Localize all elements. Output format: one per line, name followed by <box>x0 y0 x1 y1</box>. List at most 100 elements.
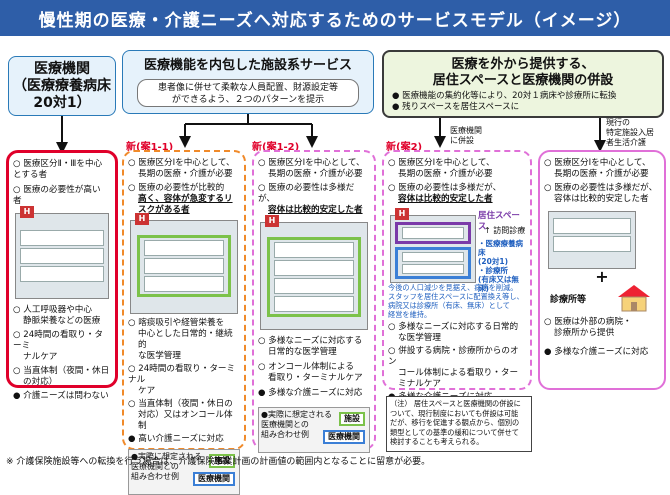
col1-item-4: 者 <box>13 196 22 206</box>
plus-sign: + <box>595 267 609 286</box>
existing-line1: 現行の <box>606 118 630 127</box>
col5-item-6: 診療所から提供 <box>554 328 615 338</box>
col2-item-4: 高く、容体が急変するリ <box>138 194 233 204</box>
header-facility-sub: 患者像に併せて柔軟な人員配置、財源設定等 ができるよう、２つのパターンを提示 <box>137 79 359 107</box>
col3-item-1: ○ 医療区分Ⅰを中心として、 <box>258 158 365 168</box>
col2-item-10: ケア <box>138 386 156 396</box>
col4-item-1: ○ 医療区分Ⅰを中心として、 <box>388 158 495 168</box>
col4-mid-text: 今後の人口減少を見据え、病床を削減。 スタッフを居住スペースに配置換え等し、 病… <box>388 283 526 319</box>
col2-item-7: 中心とした日常的・継続的 <box>138 329 233 350</box>
col4-item-7: ○ 併設する病院・診療所からのオン <box>388 346 519 367</box>
col3-item-9: ● 多様な介護ニーズに対応 <box>258 388 363 398</box>
header-hospital-line3: 20対1） <box>33 95 91 111</box>
case-2-label: 新(案2) <box>386 142 423 153</box>
col3-item-3: ○ 医療の必要性は多様だが、 <box>258 183 355 204</box>
col2-item-13: ● 高い介護ニーズに対応 <box>128 434 224 444</box>
note-1: （注） 居住スペースと医療機関の併設に <box>390 399 521 408</box>
header-residence-line2: 居住スペースと医療機関の併設 <box>432 73 614 88</box>
col4-item-4: 容体は比較的安定した者 <box>398 194 493 204</box>
header-residence: 医療を外から提供する、 居住スペースと医療機関の併設 ● 医療機能の集約化等によ… <box>382 50 664 118</box>
hospital-building-icon: H <box>15 206 109 299</box>
col1-item-10: の対応） <box>23 377 58 387</box>
header-hospital-line1: 医療機関 <box>34 61 90 77</box>
shinryosho-label: 診療所等 <box>550 295 587 305</box>
existing-label: 現行の 特定施設入居 者生活介護 <box>606 118 654 148</box>
col1-item-3: ○ 医療の必要性が高い <box>13 185 101 195</box>
col4-item-3: ○ 医療の必要性は多様だが、 <box>388 183 502 193</box>
col5-item-7: ● 多様な介護ニーズに対応 <box>544 347 649 357</box>
col2-item-12: 対応）又はオンコール体制 <box>138 410 233 431</box>
facility-building-icon-1: H <box>130 213 238 314</box>
heisetsu-line2: に併設 <box>450 136 474 145</box>
col4-item-8: コール体制による看取り・ターミナルケア <box>398 368 519 389</box>
existing-line3: 者生活介護 <box>606 138 646 147</box>
col3-item-7: ○ オンコール体制による <box>258 362 354 372</box>
col4-mid-1: 今後の人口減少を見据え、病床を削減。 <box>388 283 518 292</box>
arrow-up-icon: ↑ <box>484 226 491 235</box>
column-case-2: ○ 医療区分Ⅰを中心として、 長期の医療・介護が必要 ○ 医療の必要性は多様だが… <box>382 150 532 402</box>
col2-combo-2: 医療機関との <box>131 462 179 471</box>
header-facility-title: 医療機能を内包した施設系サービス <box>143 58 352 73</box>
col3-combo: ●実際に想定される 医療機関との 組み合わせ例 施設 医療機関 <box>258 407 370 453</box>
col2-combo-sisetsu: 施設 <box>209 454 235 468</box>
column-existing-facility: ○ 医療区分Ⅰを中心として、 長期の医療・介護が必要 ○ 医療の必要性は多様だが… <box>538 150 666 390</box>
kyoju-label: 居住スペース <box>478 211 520 232</box>
col3-item-2: 長期の医療・介護が必要 <box>268 169 363 179</box>
col4-mid-3: 病院又は診療所（有床、無床）として <box>388 301 510 310</box>
connector-arrows <box>56 114 606 154</box>
col1-item-5: ○ 人工呼吸器や中心 <box>13 305 92 315</box>
col1-item-8: ナルケア <box>23 352 58 362</box>
header-facility-sub-1: 患者像に併せて柔軟な人員配置、財源設定等 <box>157 83 338 93</box>
col2-item-11: ○ 当直体制（夜間・休日の <box>128 399 233 409</box>
col3-combo-1: ●実際に想定される <box>261 410 332 419</box>
heisetsu-label: 医療機関 に併設 <box>450 126 482 146</box>
column-case-1-1: ○ 医療区分Ⅰを中心として、 長期の医療・介護が必要 ○ 医療の必要性が比較的 … <box>122 150 246 495</box>
col2-item-6: ○ 喀痰吸引や経管栄養を <box>128 318 225 328</box>
iryo-small-1: ・医療療養病床 <box>478 239 523 257</box>
col1-item-11: ● 介護ニーズは問わない <box>13 391 109 401</box>
col4-mid-4: 経営を維持。 <box>388 310 432 319</box>
header-hospital-line2: （医療療養病床 <box>13 78 111 94</box>
combined-building-icon: H <box>390 208 476 283</box>
col2-combo-1: ●実際に想定される <box>131 452 202 461</box>
col3-combo-sisetsu: 施設 <box>339 412 365 426</box>
case2-illustration: H 居住スペース ↑ 訪問診療 ・医療療養病床 (20対1) ・診療所 (有床又… <box>388 208 526 293</box>
col2-item-8: な医学管理 <box>138 351 181 361</box>
col5-item-3: ○ 医療の必要性は多様だが、 <box>544 183 658 193</box>
header-facility-sub-2: ができるよう、２つのパターンを提示 <box>171 95 325 105</box>
column-hospital: ○ 医療区分Ⅱ・Ⅲを中心 とする者 ○ 医療の必要性が高い 者 H ○ 人工呼吸… <box>6 150 118 401</box>
page-title: 慢性期の医療・介護ニーズへ対応するためのサービスモデル（イメージ） <box>0 0 670 36</box>
iryo-small-2: (20対1) <box>478 257 509 266</box>
header-residence-line1: 医療を外から提供する、 <box>451 57 595 72</box>
header-hospital: 医療機関 （医療療養病床 20対1） <box>8 56 116 116</box>
houmon-label: ↑ 訪問診療 <box>484 225 525 236</box>
col4-mid-2: スタッフを居住スペースに配置換え等し、 <box>388 292 524 301</box>
clinic-small-2: (有床又は無床) <box>478 275 519 293</box>
note-3: だが、移行を促進する観点から、個別の <box>390 418 520 427</box>
col1-item-6: 静脈栄養などの医療 <box>23 316 101 326</box>
existing-line2: 特定施設入居 <box>606 128 654 137</box>
col5-item-2: 長期の医療・介護が必要 <box>554 169 649 179</box>
header-residence-bullet-2: ● 残りスペースを居住スペースに <box>392 102 520 112</box>
case-1-1-label: 新(案1-1) <box>126 142 174 153</box>
col2-item-1: ○ 医療区分Ⅰを中心として、 <box>128 158 235 168</box>
header-facility: 医療機能を内包した施設系サービス 患者像に併せて柔軟な人員配置、財源設定等 がで… <box>122 50 374 114</box>
col2-item-2: 長期の医療・介護が必要 <box>138 169 233 179</box>
col3-combo-3: 組み合わせ例 <box>261 430 309 439</box>
col4-item-5: ○ 多様なニーズに対応する日常的 <box>388 322 519 332</box>
note-4: 類型としての基準の緩和について併せて <box>390 427 519 437</box>
iryo-small-label: ・医療療養病床 (20対1) ・診療所 (有床又は無床) <box>478 239 526 293</box>
col2-item-9: ○ 24時間の看取り・ターミナル <box>128 364 236 385</box>
note-2: ついて、現行制度においても併設は可能 <box>390 408 519 418</box>
col4-item-6: な医学管理 <box>398 333 441 343</box>
col3-item-5: ○ 多様なニーズに対応する <box>258 336 363 346</box>
note-5: 検討することも考えられる。 <box>390 437 484 446</box>
col1-item-9: ○ 当直体制（夜間・休日 <box>13 366 110 376</box>
col4-item-2: 長期の医療・介護が必要 <box>398 169 493 179</box>
col3-item-6: 日常的な医学管理 <box>268 347 337 357</box>
footnote: ※ 介護保険施設等への転換を行う場合は、介護保険事業計画の計画値の範囲内となるこ… <box>6 457 431 467</box>
clinic-small-1: ・診療所 <box>478 266 508 275</box>
col1-item-7: ○ 24時間の看取り・ターミ <box>13 330 103 351</box>
case-1-2-label: 新(案1-2) <box>252 142 300 153</box>
col2-item-5: スクがある者 <box>138 205 190 215</box>
